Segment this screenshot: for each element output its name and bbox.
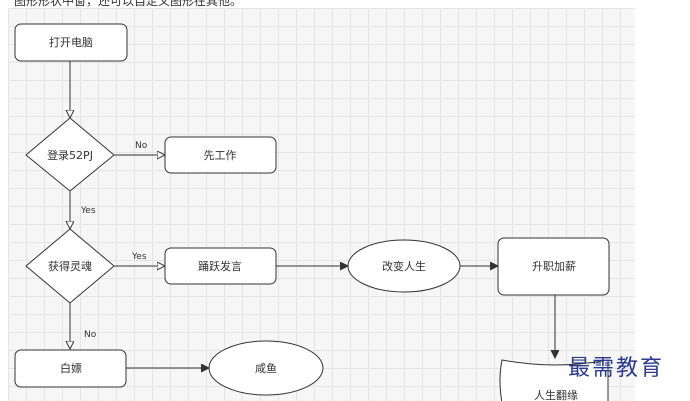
edge-label-no-1: No: [135, 141, 148, 151]
top-caption: 图形形状中窗，还可以自定义图形在其他。: [14, 0, 243, 8]
node-login-52pj[interactable]: 登录52PJ: [25, 117, 115, 192]
node-speak-actively[interactable]: 踊跃发言: [164, 247, 277, 285]
flowchart: No Yes Yes No 打开电脑 登录52PJ 先工作 获得灵魂 踊跃发言 …: [14, 23, 610, 401]
watermark-logo: 最需教育: [568, 356, 665, 381]
svg-text:登录52PJ: 登录52PJ: [47, 148, 93, 162]
edge-label-yes-2: Yes: [131, 252, 147, 262]
node-get-inspiration[interactable]: 获得灵魂: [25, 228, 115, 304]
node-promotion[interactable]: 升职加薪: [497, 237, 610, 296]
svg-text:打开电脑: 打开电脑: [49, 35, 93, 49]
svg-text:升职加薪: 升职加薪: [532, 260, 576, 273]
node-open-pc[interactable]: 打开电脑: [14, 23, 128, 62]
svg-text:获得灵魂: 获得灵魂: [48, 260, 92, 273]
svg-text:先工作: 先工作: [204, 149, 237, 162]
edge-label-yes-1: Yes: [80, 206, 96, 216]
node-change-life[interactable]: 改变人生: [347, 239, 461, 293]
node-salted-fish[interactable]: 咸鱼: [208, 340, 324, 396]
edge-label-no-2: No: [84, 330, 97, 340]
svg-text:改变人生: 改变人生: [382, 259, 426, 273]
node-freeload[interactable]: 白嫖: [14, 349, 127, 388]
node-work-first[interactable]: 先工作: [164, 136, 277, 174]
svg-text:踊跃发言: 踊跃发言: [198, 259, 242, 273]
svg-text:人生翻缘: 人生翻缘: [534, 388, 578, 401]
node-life-turnaround[interactable]: 人生翻缘: [499, 359, 609, 401]
svg-text:白嫖: 白嫖: [60, 361, 82, 375]
diagram-canvas[interactable]: No Yes Yes No 打开电脑 登录52PJ 先工作 获得灵魂 踊跃发言 …: [8, 8, 635, 401]
svg-text:咸鱼: 咸鱼: [255, 361, 277, 375]
